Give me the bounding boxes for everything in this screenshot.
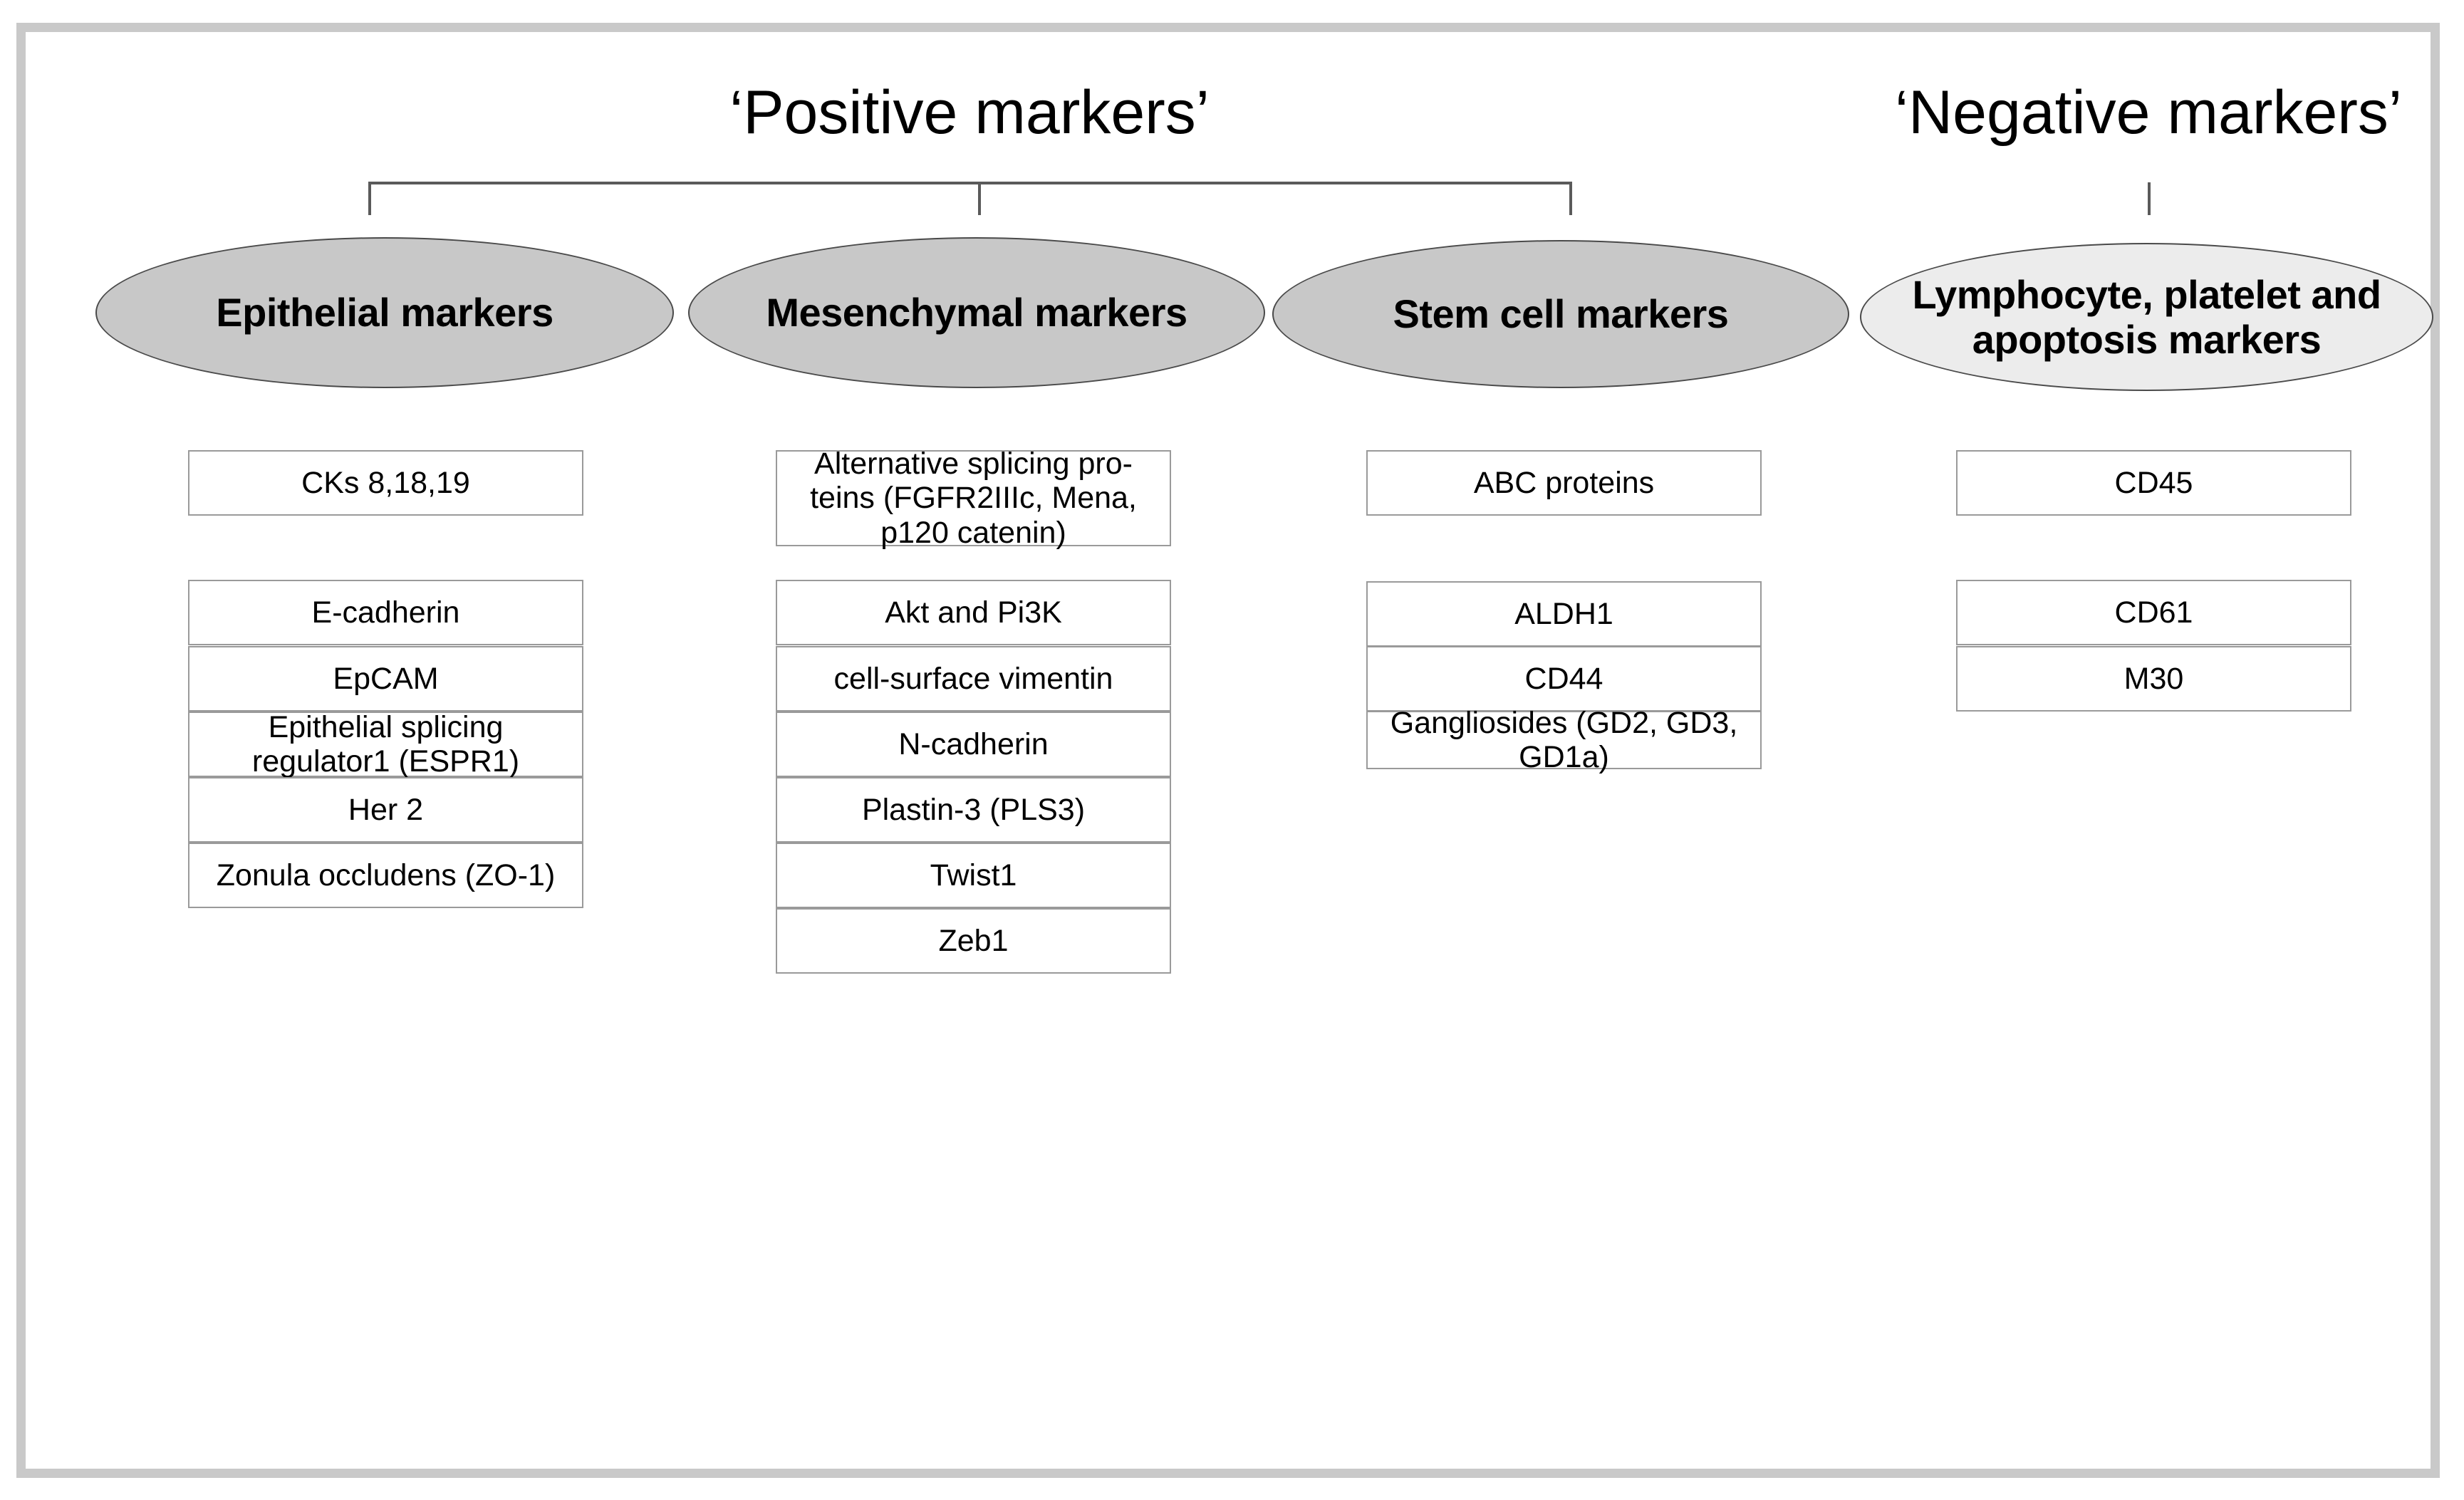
marker-box[interactable]: CKs 8,18,19	[188, 450, 583, 516]
marker-label: ALDH1	[1514, 596, 1613, 631]
marker-box[interactable]: Twist1	[776, 843, 1171, 908]
positive-bracket-drop-stemcell	[1569, 182, 1572, 215]
category-ellipse-mesenchymal[interactable]: Mesenchymal markers	[688, 237, 1265, 388]
marker-label: Twist1	[930, 858, 1017, 892]
marker-box[interactable]: ALDH1	[1366, 581, 1762, 647]
marker-box[interactable]: Zeb1	[776, 908, 1171, 974]
marker-box[interactable]: CD44	[1366, 646, 1762, 712]
marker-label: CD44	[1524, 661, 1603, 696]
category-label-epithelial: Epithelial markers	[216, 290, 553, 335]
figure-frame: ‘Positive markers’ ‘Negative markers’ Ep…	[16, 23, 2440, 1478]
marker-box[interactable]: CD61	[1956, 580, 2351, 645]
marker-box[interactable]: Her 2	[188, 777, 583, 843]
marker-label: Gangliosides (GD2, GD3, GD1a)	[1390, 705, 1738, 774]
marker-label: M30	[2123, 661, 2184, 696]
marker-box[interactable]: Epithelial splicing regulator1 (ESPR1)	[188, 709, 583, 778]
marker-box[interactable]: E-cadherin	[188, 580, 583, 645]
category-label-stemcell: Stem cell markers	[1393, 291, 1729, 337]
marker-box[interactable]: Gangliosides (GD2, GD3, GD1a)	[1366, 706, 1762, 774]
marker-box[interactable]: Plastin-3 (PLS3)	[776, 777, 1171, 843]
marker-label: cell-surface vimentin	[833, 661, 1113, 696]
category-ellipse-epithelial[interactable]: Epithelial markers	[95, 237, 674, 388]
negative-markers-title: ‘Negative markers’	[1894, 78, 2403, 147]
marker-box[interactable]: M30	[1956, 646, 2351, 712]
marker-label: CD45	[2114, 465, 2193, 500]
marker-label: Her 2	[348, 792, 424, 827]
marker-label: EpCAM	[333, 661, 439, 696]
marker-box[interactable]: Alternative splicing pro-teins (FGFR2III…	[776, 447, 1171, 550]
marker-label: Plastin-3 (PLS3)	[861, 792, 1086, 827]
category-label-negative: Lymphocyte, platelet and apoptosis marke…	[1912, 271, 2381, 362]
category-label-mesenchymal: Mesenchymal markers	[766, 290, 1187, 335]
marker-box[interactable]: ABC proteins	[1366, 450, 1762, 516]
marker-box[interactable]: CD45	[1956, 450, 2351, 516]
marker-label: E-cadherin	[311, 595, 460, 630]
marker-label: Akt and Pi3K	[885, 595, 1062, 630]
category-ellipse-stemcell[interactable]: Stem cell markers	[1272, 240, 1849, 388]
marker-label: Alternative splicing pro-teins (FGFR2III…	[810, 447, 1137, 550]
positive-markers-title: ‘Positive markers’	[729, 78, 1210, 147]
marker-label: N-cadherin	[898, 726, 1049, 761]
marker-label: Zeb1	[938, 923, 1009, 958]
marker-label: Zonula occludens (ZO-1)	[216, 858, 556, 892]
marker-label: Epithelial splicing regulator1 (ESPR1)	[251, 709, 520, 778]
marker-box[interactable]: Zonula occludens (ZO-1)	[188, 843, 583, 908]
positive-bracket-drop-epithelial	[368, 182, 371, 215]
marker-label: CKs 8,18,19	[301, 465, 470, 500]
negative-bracket-drop	[2148, 182, 2151, 215]
positive-bracket-drop-mesenchymal	[978, 182, 981, 215]
marker-box[interactable]: N-cadherin	[776, 712, 1171, 777]
marker-box[interactable]: EpCAM	[188, 646, 583, 712]
marker-box[interactable]: Akt and Pi3K	[776, 580, 1171, 645]
category-ellipse-negative[interactable]: Lymphocyte, platelet and apoptosis marke…	[1860, 243, 2433, 391]
marker-label: CD61	[2114, 595, 2193, 630]
positive-bracket-horizontal	[368, 182, 1572, 184]
marker-box[interactable]: cell-surface vimentin	[776, 646, 1171, 712]
marker-label: ABC proteins	[1473, 465, 1655, 500]
